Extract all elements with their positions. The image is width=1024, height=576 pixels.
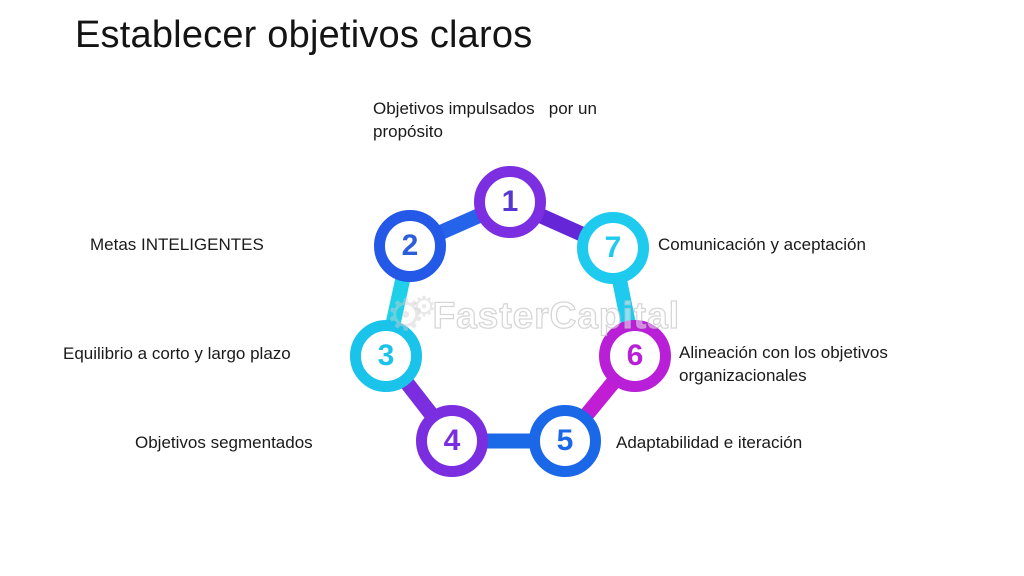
node-2: 2 xyxy=(374,210,446,282)
node-7: 7 xyxy=(577,212,649,284)
node-7-number: 7 xyxy=(604,231,622,264)
label-objetivos-impulsados: Objetivos impulsados por un propósito xyxy=(373,99,597,141)
label-adaptabilidad: Adaptabilidad e iteración xyxy=(616,433,803,452)
node-1-number: 1 xyxy=(501,185,519,218)
node-4: 4 xyxy=(416,405,488,477)
gear-icon: ⚙ xyxy=(411,291,437,322)
label-equilibrio: Equilibrio a corto y largo plazo xyxy=(63,344,291,363)
node-6: 6 xyxy=(599,320,671,392)
node-3-number: 3 xyxy=(377,339,395,372)
label-comunicacion: Comunicación y aceptación xyxy=(658,235,866,254)
node-2-number: 2 xyxy=(401,229,419,262)
node-1: 1 xyxy=(474,166,546,238)
node-5-number: 5 xyxy=(556,424,574,457)
node-4-number: 4 xyxy=(443,424,461,457)
node-6-number: 6 xyxy=(626,339,644,372)
page-title: Establecer objetivos claros xyxy=(75,14,533,56)
node-5: 5 xyxy=(529,405,601,477)
label-alineacion: Alineación con los objetivos organizacio… xyxy=(679,343,888,385)
label-objetivos-segmentados: Objetivos segmentados xyxy=(135,433,313,452)
node-3: 3 xyxy=(350,320,422,392)
label-metas-inteligentes: Metas INTELIGENTES xyxy=(90,235,264,254)
